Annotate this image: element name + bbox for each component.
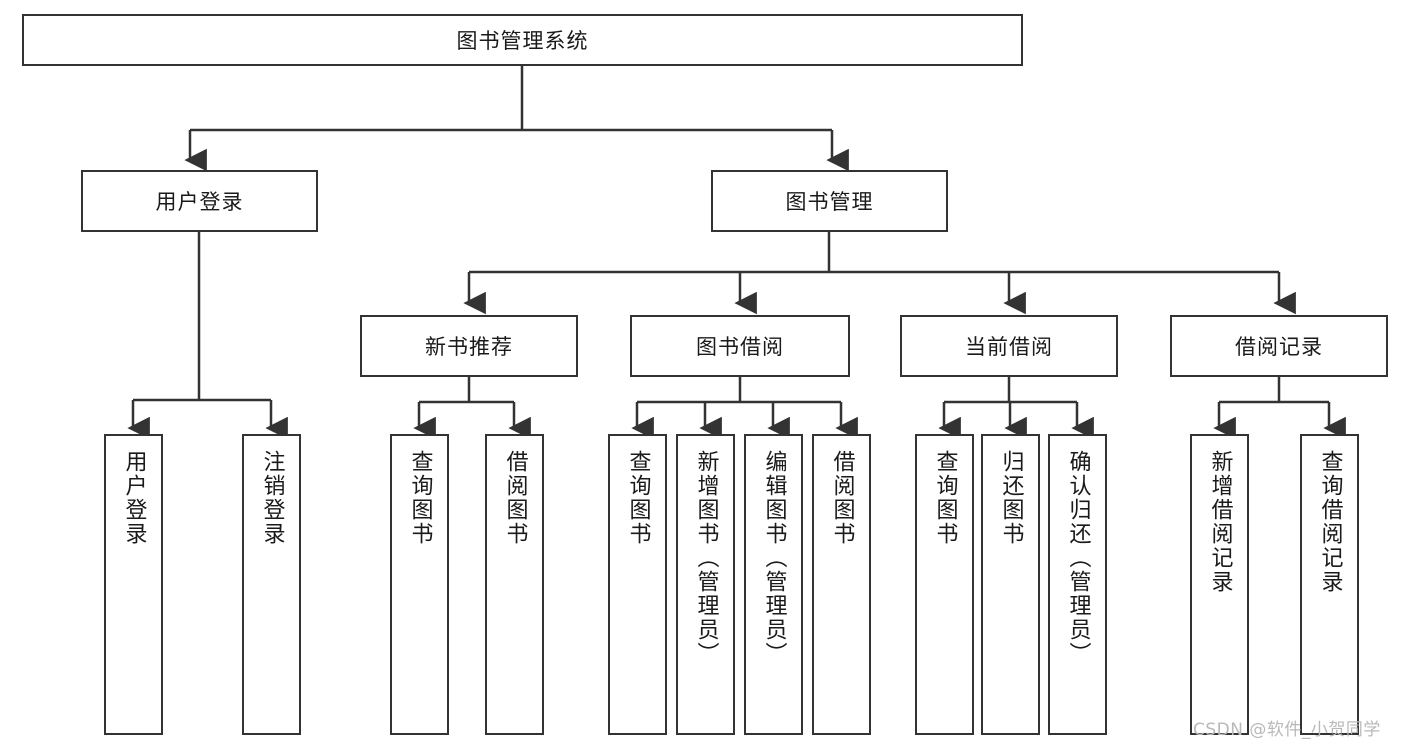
leaf-user-login-2[interactable]: 注销登录 [242,434,301,735]
leaf-label: 借阅图书 [829,450,855,546]
node-book-manage[interactable]: 图书管理 [711,170,948,232]
leaf-new-book-2[interactable]: 借阅图书 [485,434,544,735]
leaf-current-borrow-2[interactable]: 归还图书 [981,434,1040,735]
node-current-borrow-label: 当前借阅 [965,335,1053,359]
node-book-borrow-label: 图书借阅 [696,335,784,359]
leaf-label: 新增借阅记录 [1207,450,1233,594]
leaf-label: 查询图书 [625,450,651,546]
leaf-label: 用户登录 [121,450,147,546]
watermark: CSDN @软件_小贺同学 [1193,720,1381,740]
leaf-book-borrow-1[interactable]: 查询图书 [608,434,667,735]
leaf-label: 查询借阅记录 [1317,450,1343,594]
node-user-login[interactable]: 用户登录 [81,170,318,232]
leaf-label: 注销登录 [259,450,285,546]
leaf-label: 借阅图书 [502,450,528,546]
leaf-book-borrow-4[interactable]: 借阅图书 [812,434,871,735]
node-new-book-recommend-label: 新书推荐 [425,335,513,359]
node-borrow-record[interactable]: 借阅记录 [1170,315,1388,377]
node-borrow-record-label: 借阅记录 [1235,335,1323,359]
leaf-book-borrow-2[interactable]: 新增图书（管理员） [676,434,735,735]
node-book-manage-label: 图书管理 [785,190,874,214]
leaf-label: 查询图书 [932,450,958,546]
leaf-label: 归还图书 [998,450,1024,546]
leaf-label: 新增图书（管理员） [693,450,719,666]
leaf-user-login-1[interactable]: 用户登录 [104,434,163,735]
node-root[interactable]: 图书管理系统 [22,14,1023,66]
leaf-borrow-record-2[interactable]: 查询借阅记录 [1300,434,1359,735]
leaf-label: 编辑图书（管理员） [761,450,787,666]
node-new-book-recommend[interactable]: 新书推荐 [360,315,578,377]
leaf-current-borrow-3[interactable]: 确认归还（管理员） [1048,434,1107,735]
node-root-label: 图书管理系统 [456,29,589,53]
leaf-current-borrow-1[interactable]: 查询图书 [915,434,974,735]
leaf-label: 查询图书 [407,450,433,546]
node-book-borrow[interactable]: 图书借阅 [630,315,850,377]
node-current-borrow[interactable]: 当前借阅 [900,315,1118,377]
leaf-borrow-record-1[interactable]: 新增借阅记录 [1190,434,1249,735]
leaf-new-book-1[interactable]: 查询图书 [390,434,449,735]
leaf-book-borrow-3[interactable]: 编辑图书（管理员） [744,434,803,735]
node-user-login-label: 用户登录 [155,190,244,214]
leaf-label: 确认归还（管理员） [1065,450,1091,666]
